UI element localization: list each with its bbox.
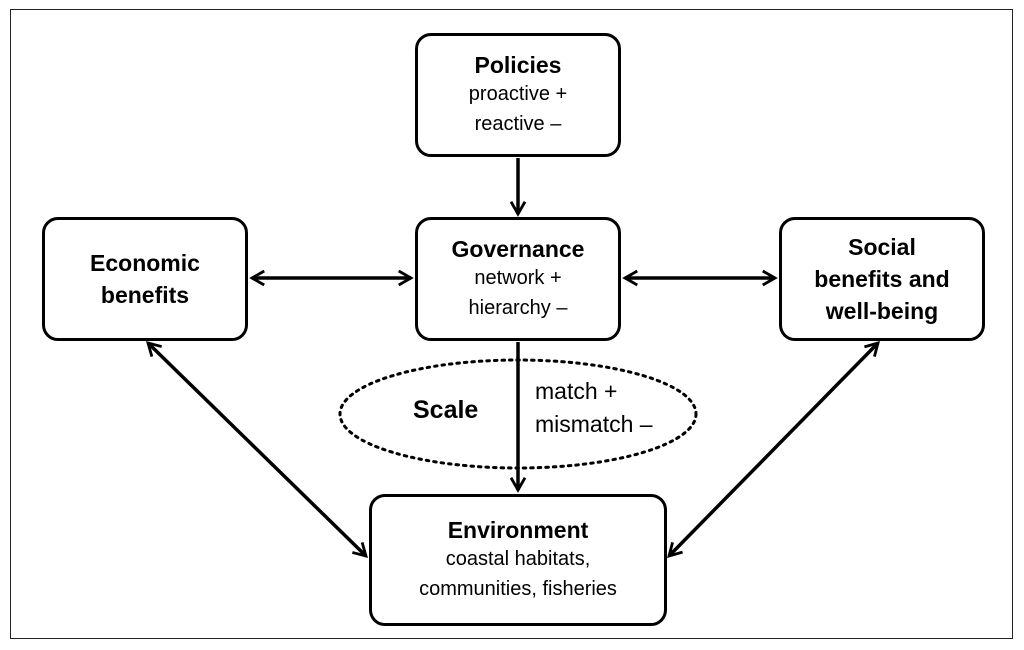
environment-box: Environment coastal habitats, communitie… (369, 494, 667, 626)
economic-benefits-box: Economic benefits (42, 217, 248, 341)
policies-line-proactive: proactive + (468, 83, 568, 105)
environment-title: Environment (447, 517, 589, 543)
arrow-social-environment (667, 340, 880, 559)
economic-title-line-1: Economic (90, 250, 200, 276)
governance-box: Governance network + hierarchy – (415, 217, 621, 341)
governance-line-network: network + (474, 267, 562, 289)
economic-title-line-2: benefits (100, 282, 190, 308)
figure-frame (10, 9, 1013, 639)
social-title-line-2: benefits and (814, 266, 950, 292)
governance-title: Governance (451, 236, 585, 262)
scale-match-text: match + mismatch – (535, 375, 653, 441)
scale-label: Scale (413, 396, 479, 424)
environment-line-communities: communities, fisheries (419, 578, 617, 600)
environment-line-habitats: coastal habitats, (445, 548, 591, 570)
policies-line-reactive: reactive – (474, 113, 562, 135)
social-title-line-1: Social (848, 234, 916, 260)
scale-line-mismatch: mismatch – (535, 411, 653, 437)
scale-line-match: match + (535, 378, 618, 404)
arrow-economic-environment (145, 341, 369, 558)
governance-line-hierarchy: hierarchy – (468, 297, 568, 319)
policies-box: Policies proactive + reactive – (415, 33, 621, 157)
policies-title: Policies (474, 52, 562, 78)
social-benefits-box: Social benefits and well-being (779, 217, 985, 341)
social-title-line-3: well-being (825, 298, 939, 324)
